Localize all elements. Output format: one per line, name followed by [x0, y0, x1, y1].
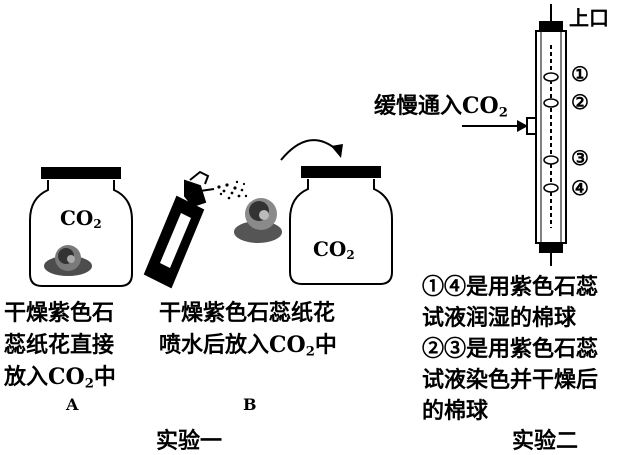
jar-b-label: CO2 — [313, 237, 355, 262]
cotton-ball-3 — [543, 155, 559, 165]
text-a-line-1: 干燥紫色石 — [4, 300, 115, 326]
cotton-ball-4 — [543, 183, 559, 193]
inlet-arrow — [462, 120, 528, 132]
desc-line-3: ②③是用紫色石蕊 — [422, 336, 599, 362]
cotton-ball-2 — [543, 98, 559, 108]
jar-a — [29, 167, 133, 287]
water-mist — [217, 180, 248, 200]
text-b-line-1: 干燥紫色石蕊纸花 — [159, 300, 336, 326]
caption-experiment-2: 实验二 — [512, 428, 579, 454]
tube-apparatus — [526, 4, 567, 266]
marker-2: ② — [571, 90, 589, 114]
top-opening-label: 上口 — [569, 6, 609, 30]
desc-line-2: 试液润湿的棉球 — [422, 305, 577, 331]
jar-a-label: CO2 — [60, 206, 102, 231]
letter-a: A — [66, 395, 79, 414]
marker-3: ③ — [571, 146, 589, 170]
flower-a — [44, 245, 92, 276]
caption-experiment-1: 实验一 — [156, 428, 223, 454]
text-b-line-2: 喷水后放入CO2中 — [159, 332, 337, 360]
inlet-label: 缓慢通入CO2 — [374, 93, 508, 121]
text-a-line-2: 蕊纸花直接 — [4, 332, 115, 358]
desc-line-4: 试液染色并干燥后 — [422, 367, 599, 393]
curved-arrow — [280, 139, 343, 161]
marker-1: ① — [571, 62, 589, 86]
desc-line-5: 的棉球 — [422, 398, 489, 424]
letter-b: B — [243, 395, 257, 414]
spray-bottle — [143, 170, 215, 289]
cotton-ball-1 — [543, 72, 559, 82]
jar-b — [289, 166, 393, 285]
flower-b — [234, 198, 282, 243]
text-a-line-3: 放入CO2中 — [4, 364, 116, 392]
marker-4: ④ — [571, 176, 589, 200]
desc-line-1: ①④是用紫色石蕊 — [422, 274, 599, 300]
